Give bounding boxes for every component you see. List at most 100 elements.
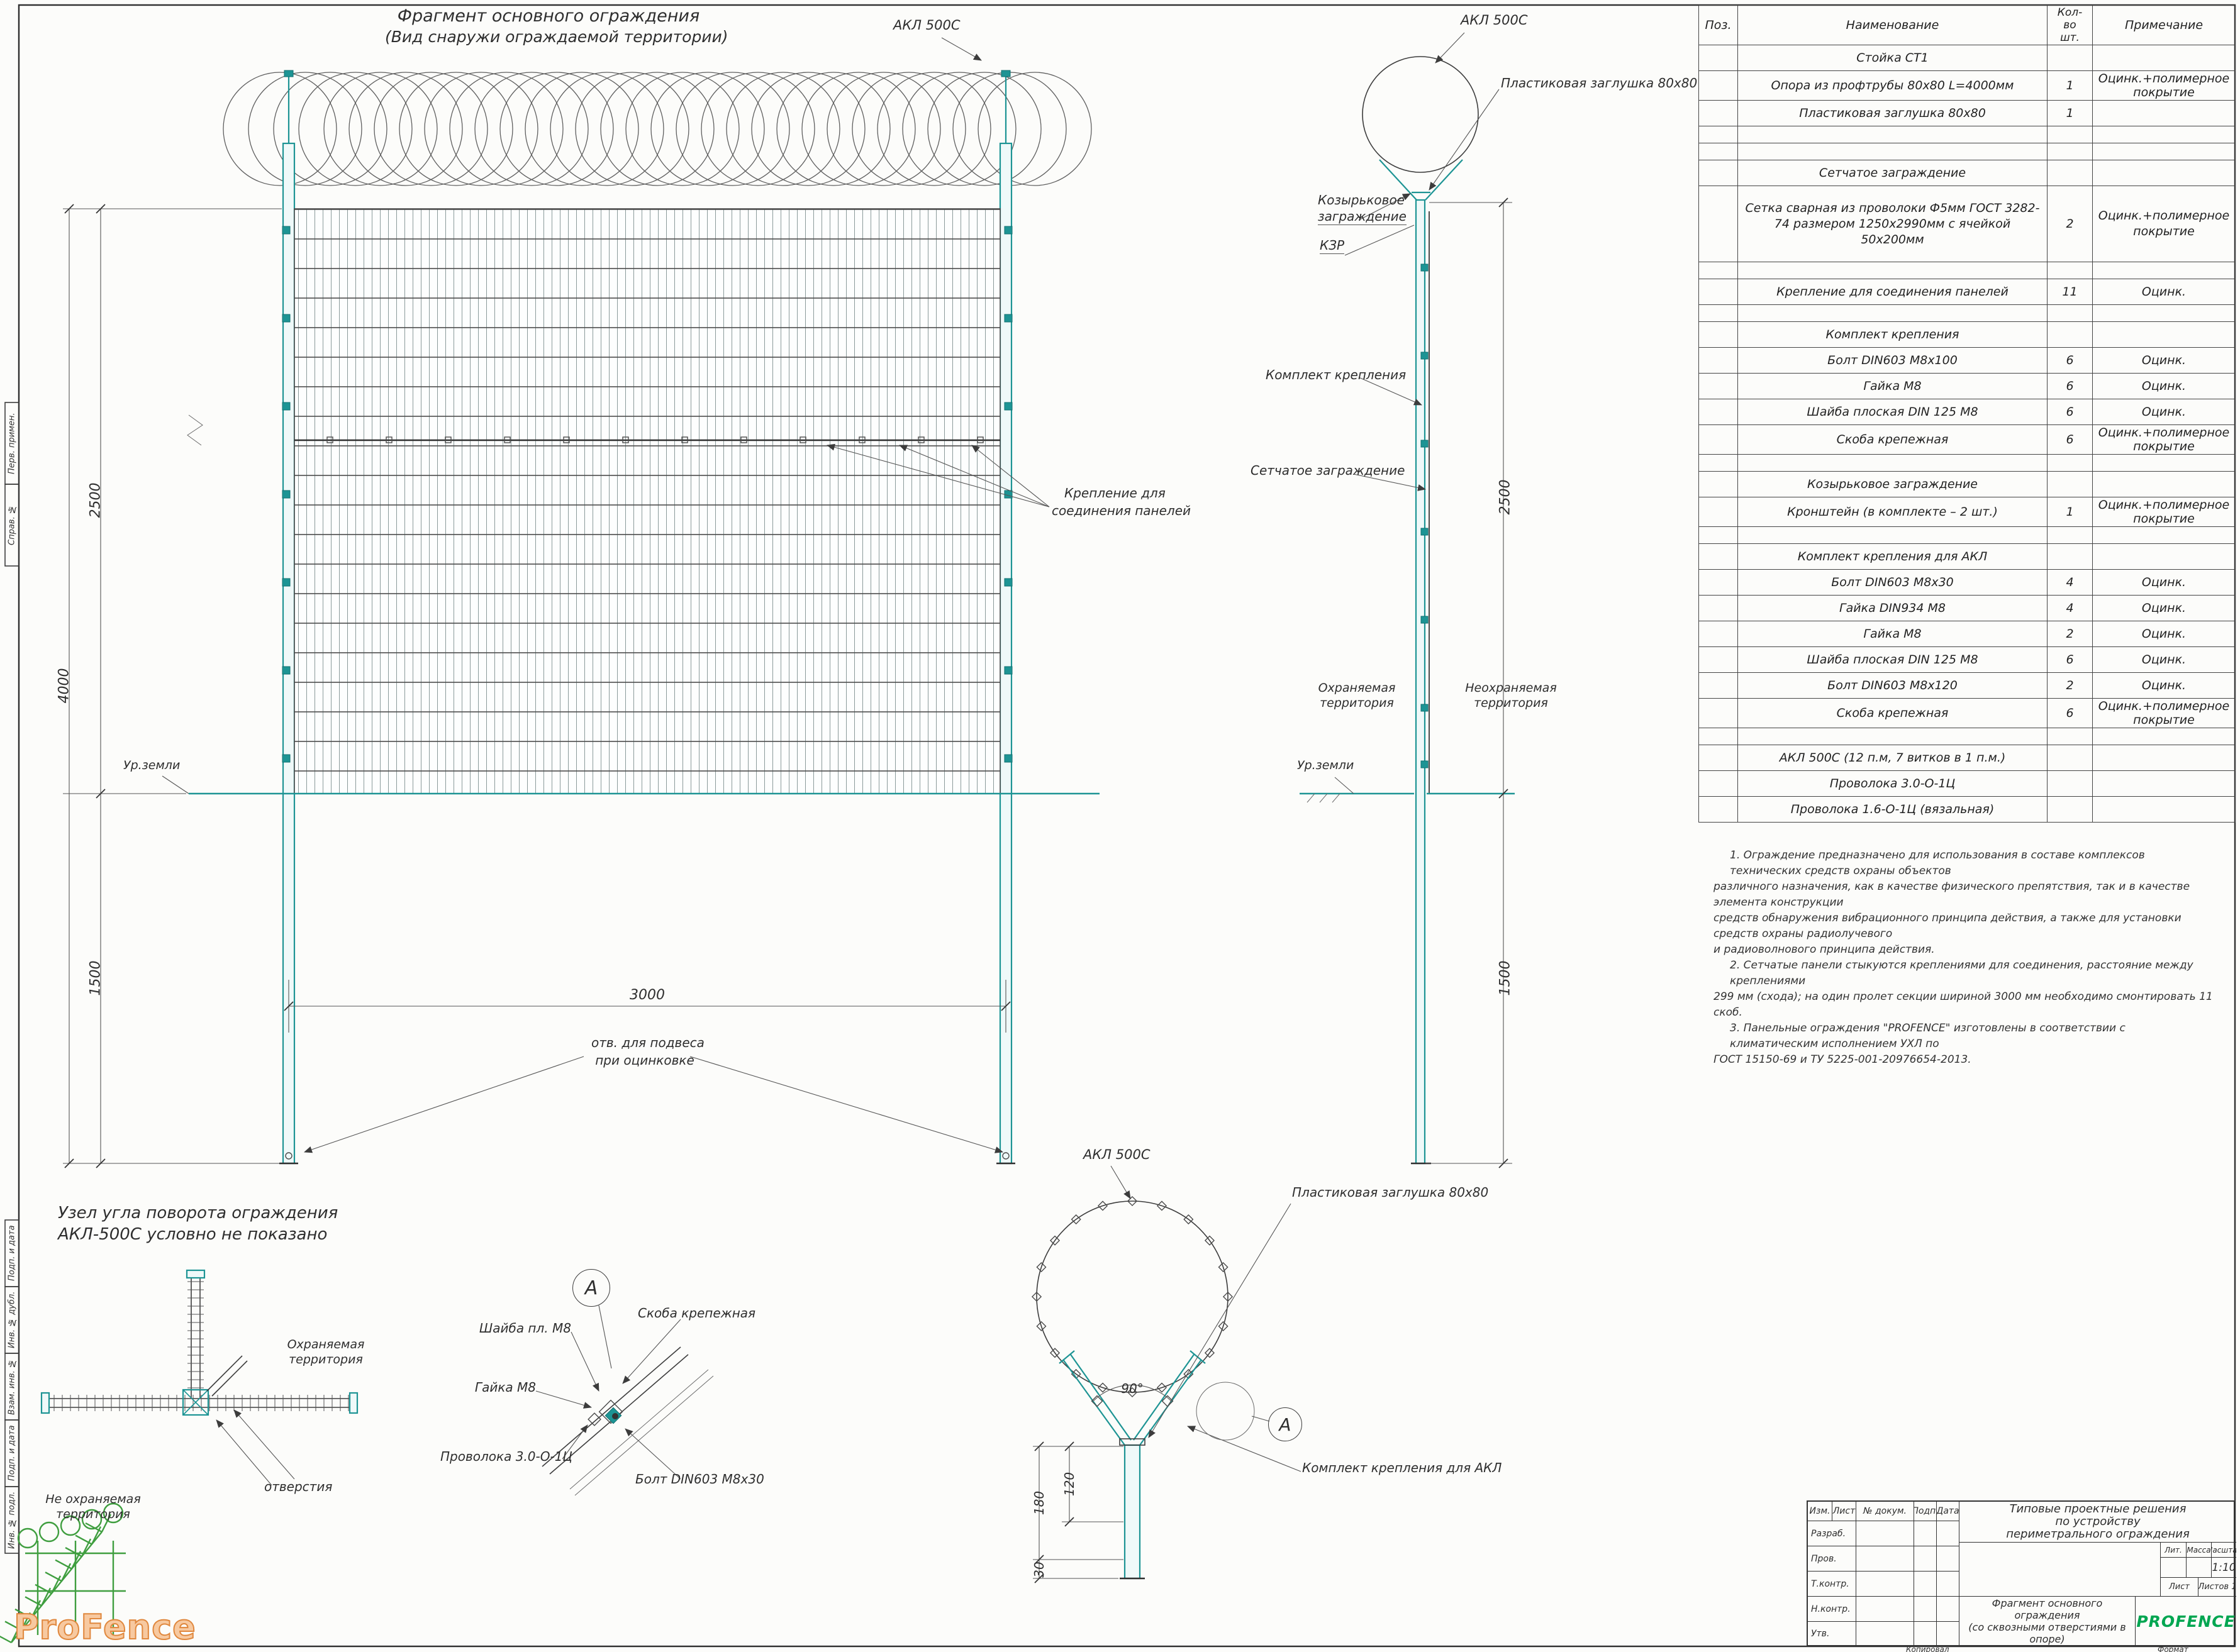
tb-sheets-value: 1	[2231, 1582, 2236, 1592]
spec-row: Сетчатое заграждение	[1698, 160, 2236, 186]
spec-row	[1698, 126, 2236, 143]
tb-empty	[1856, 1621, 1914, 1646]
panel-fastener-label-2: соединения панелей	[1052, 503, 1191, 518]
tb-drawing-name: Фрагмент основного ограждения (со сквозн…	[1959, 1596, 2135, 1646]
tb-empty	[1936, 1571, 1959, 1596]
profence-logo: PROFENCE	[2135, 1596, 2236, 1646]
spec-row	[1698, 304, 2236, 322]
tb-podp: Подп.	[1914, 1502, 1936, 1521]
dim-1500: 1500	[87, 960, 104, 996]
spec-row: Комплект крепления для АКЛ	[1698, 543, 2236, 570]
spec-row: Козырьковое заграждение	[1698, 471, 2236, 497]
tb-mass-value	[2186, 1557, 2211, 1577]
note-line: 299 мм (схода); на один пролет секции ши…	[1713, 990, 2213, 1019]
guarded-label-corner: Охраняемая территория	[287, 1338, 365, 1367]
dim-30: 30	[1032, 1561, 1047, 1578]
spec-col-qty: Кол-во шт.	[2047, 5, 2093, 45]
margin-label-podp-data-1: Подп. и дата	[7, 1225, 17, 1282]
note-line: ГОСТ 15150-69 и ТУ 5225-001-20976654-201…	[1713, 1053, 1971, 1066]
dim-3000: 3000	[630, 987, 665, 1003]
tb-empty	[1959, 1542, 2160, 1596]
note-line: и радиоволнового принципа действия.	[1713, 943, 1935, 956]
margin-label-vzam-inv: Взам. инв. №	[7, 1358, 17, 1415]
unguarded-label-corner: Не охраняемая территория	[45, 1492, 141, 1521]
canopy-label-3: КЗР	[1320, 238, 1345, 254]
tb-sheet: Лист	[2160, 1577, 2198, 1596]
panel-fastener-label-1: Крепление для	[1064, 485, 1166, 501]
holes-label-1: отв. для подвеса	[591, 1035, 705, 1050]
tb-lit: Лит.	[2160, 1542, 2186, 1557]
spec-col-name: Наименование	[1737, 5, 2048, 45]
tb-empty	[1936, 1521, 1959, 1546]
dim-4000: 4000	[56, 668, 72, 704]
note-line: средств обнаружения вибрационного принци…	[1713, 912, 2181, 940]
ground-label-main: Ур.земли	[123, 758, 181, 772]
tb-empty	[1856, 1571, 1914, 1596]
spec-table: Поз. Наименование Кол-во шт. Примечание …	[1698, 5, 2236, 823]
spec-row	[1698, 728, 2236, 745]
holes-label-corner: отверстия	[264, 1479, 333, 1494]
tb-doc-title: Типовые проектные решения по устройству …	[1959, 1502, 2236, 1542]
akl-label-side: АКЛ 500С	[1461, 13, 1528, 28]
canopy-label-1: Козырьковое	[1318, 192, 1405, 208]
holes-label-2: при оцинковке	[595, 1053, 694, 1068]
detail-a-marker: А	[572, 1269, 610, 1307]
tb-empty	[1936, 1546, 1959, 1571]
dim-120: 120	[1062, 1472, 1077, 1497]
margin-label-sprav: Справ. №	[7, 504, 17, 546]
tb-empty	[1914, 1546, 1936, 1571]
guarded-label-side: Охраняемая территория	[1318, 681, 1396, 710]
format-label: Формат	[2158, 1645, 2188, 1652]
corner-title-2: АКЛ-500С условно не показано	[58, 1225, 328, 1244]
dim-180: 180	[1032, 1490, 1047, 1516]
corner-title-1: Узел угла поворота ограждения	[58, 1204, 338, 1222]
tb-ndokum: № докум.	[1856, 1502, 1914, 1521]
bolt-label: Болт DIN603 М8х30	[635, 1472, 764, 1487]
tb-data: Дата	[1936, 1502, 1959, 1521]
spec-row: Комплект крепления	[1698, 321, 2236, 348]
margin-label-inv-podl: Инв. № подл.	[7, 1491, 17, 1549]
spec-row	[1698, 454, 2236, 472]
title-block: Изм. Лист № докум. Подп. Дата Разраб. Пр…	[1807, 1500, 2236, 1646]
tb-izm: Изм.	[1809, 1506, 1830, 1516]
canopy-label-2: заграждение	[1318, 209, 1407, 225]
tb-role-nkontr: Н.контр.	[1808, 1596, 1856, 1621]
main-view-title: Фрагмент основного ограждения	[397, 6, 700, 26]
spec-col-pos: Поз.	[1698, 5, 1738, 45]
spec-row: Проволока 1.6-О-1Ц (вязальная)	[1698, 796, 2236, 823]
dim-2500-side: 2500	[1497, 479, 1513, 515]
tb-list: Лист	[1832, 1502, 1856, 1521]
tb-role-razrab: Разраб.	[1808, 1521, 1856, 1546]
dim-1500-side: 1500	[1497, 960, 1513, 996]
akl-label-detail: АКЛ 500С	[1083, 1147, 1151, 1162]
notes: 1. Ограждение предназначено для использо…	[1695, 848, 2215, 1068]
spec-row	[1698, 526, 2236, 544]
tb-empty	[1856, 1546, 1914, 1571]
tb-sheets-label: Листов	[2198, 1582, 2229, 1592]
tb-empty	[1856, 1521, 1914, 1546]
spec-row: АКЛ 500С (12 п.м, 7 витков в 1 п.м.)	[1698, 745, 2236, 771]
akl-label-main: АКЛ 500С	[893, 18, 961, 33]
note-line: 1. Ограждение предназначено для использо…	[1730, 849, 2145, 877]
spec-row	[1698, 262, 2236, 279]
tb-empty	[1856, 1596, 1914, 1621]
kit-label-side: Комплект крепления	[1266, 367, 1407, 382]
spec-col-note: Примечание	[2092, 5, 2236, 45]
profence-watermark: ProFence	[13, 1607, 196, 1648]
tb-empty	[1914, 1621, 1936, 1646]
spec-row: Сетка сварная из проволоки Ф5мм ГОСТ 328…	[1698, 186, 2236, 262]
tb-sheets: Листов 1	[2198, 1577, 2236, 1596]
tb-empty	[1914, 1571, 1936, 1596]
plug-label-side: Пластиковая заглушка 80х80	[1501, 75, 1698, 91]
unguarded-label-side: Неохраняемая территория	[1465, 681, 1557, 710]
